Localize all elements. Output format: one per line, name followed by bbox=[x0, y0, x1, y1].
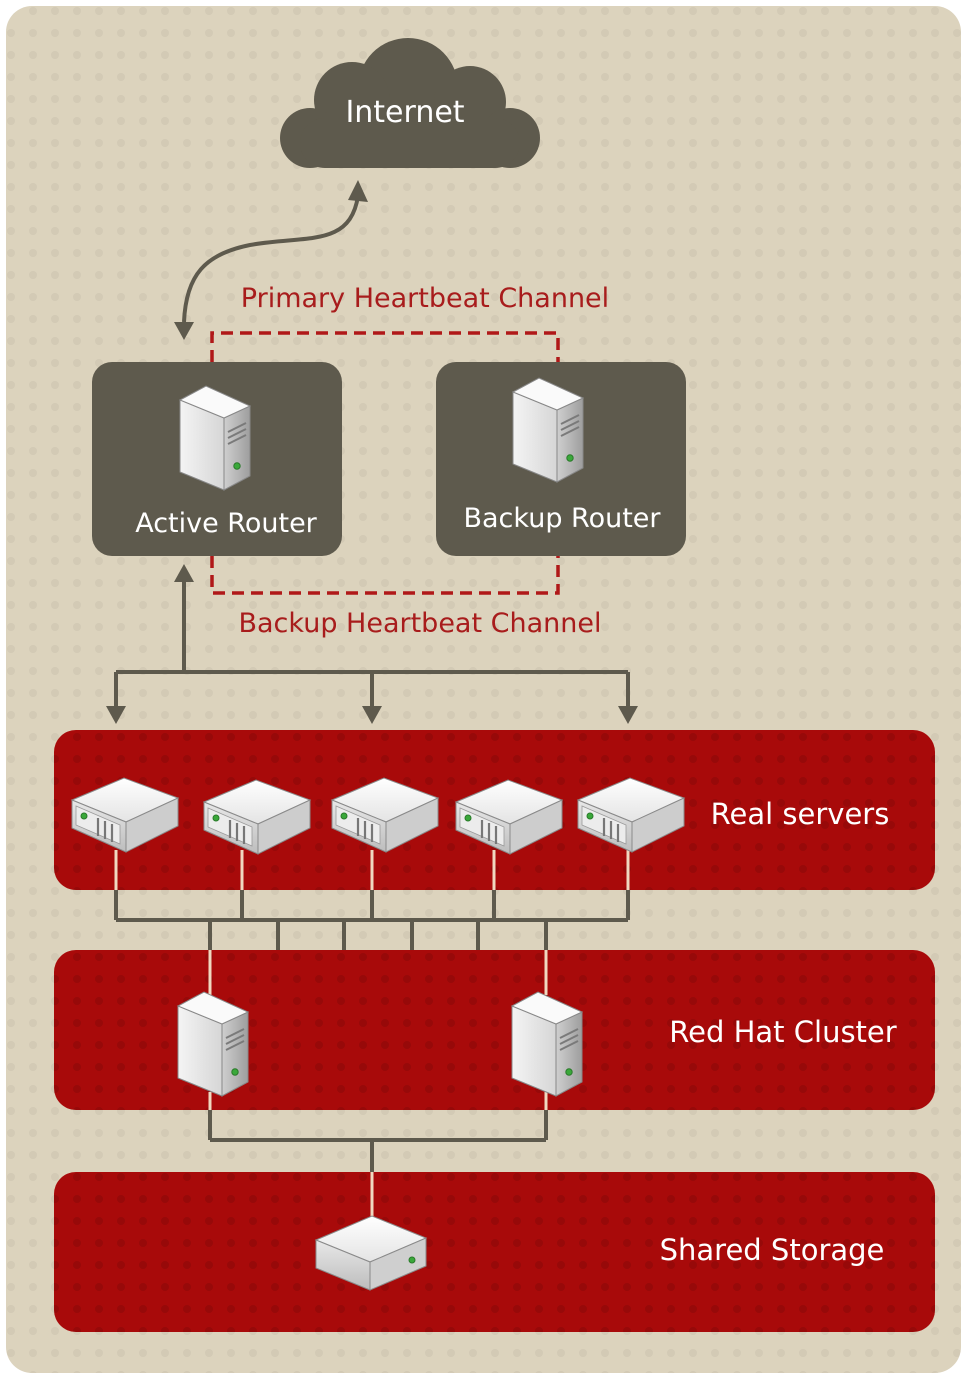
distribution-connector bbox=[114, 582, 630, 708]
active-router-label: Active Router bbox=[135, 508, 317, 539]
active-router-server-icon bbox=[179, 385, 251, 491]
internet-link-arrow bbox=[182, 195, 360, 323]
backup-heartbeat-line bbox=[210, 556, 560, 595]
router-arrowhead-bottom bbox=[174, 564, 194, 582]
internet-arrowhead bbox=[348, 180, 368, 202]
storage-bus bbox=[208, 1110, 548, 1172]
server-link-lines bbox=[114, 850, 630, 1218]
cluster-node-icon-2 bbox=[511, 991, 583, 1097]
primary-heartbeat-label: Primary Heartbeat Channel bbox=[241, 283, 609, 314]
storage-label: Shared Storage bbox=[660, 1233, 885, 1267]
primary-heartbeat-line bbox=[210, 331, 560, 362]
cluster-layer: Red Hat Cluster bbox=[54, 950, 935, 1110]
real-server-arrowhead-1 bbox=[106, 706, 126, 724]
active-router: Active Router bbox=[92, 362, 342, 556]
real-server-arrowhead-3 bbox=[618, 706, 638, 724]
internet-cloud: Internet bbox=[280, 38, 540, 168]
router-arrowhead-top bbox=[174, 322, 194, 340]
internet-label: Internet bbox=[345, 95, 464, 130]
real-server-arrowhead-2 bbox=[362, 706, 382, 724]
background-dot-pattern bbox=[6, 6, 961, 1373]
backup-heartbeat-label: Backup Heartbeat Channel bbox=[238, 608, 601, 639]
storage-layer: Shared Storage bbox=[54, 1172, 935, 1332]
cluster-label: Red Hat Cluster bbox=[669, 1015, 896, 1049]
backup-router: Backup Router bbox=[436, 362, 686, 556]
real-servers-label: Real servers bbox=[711, 797, 890, 831]
server-network-bus bbox=[114, 890, 630, 950]
cluster-node-icon-1 bbox=[177, 991, 249, 1097]
backup-router-label: Backup Router bbox=[463, 503, 661, 534]
backup-router-server-icon bbox=[512, 377, 584, 483]
